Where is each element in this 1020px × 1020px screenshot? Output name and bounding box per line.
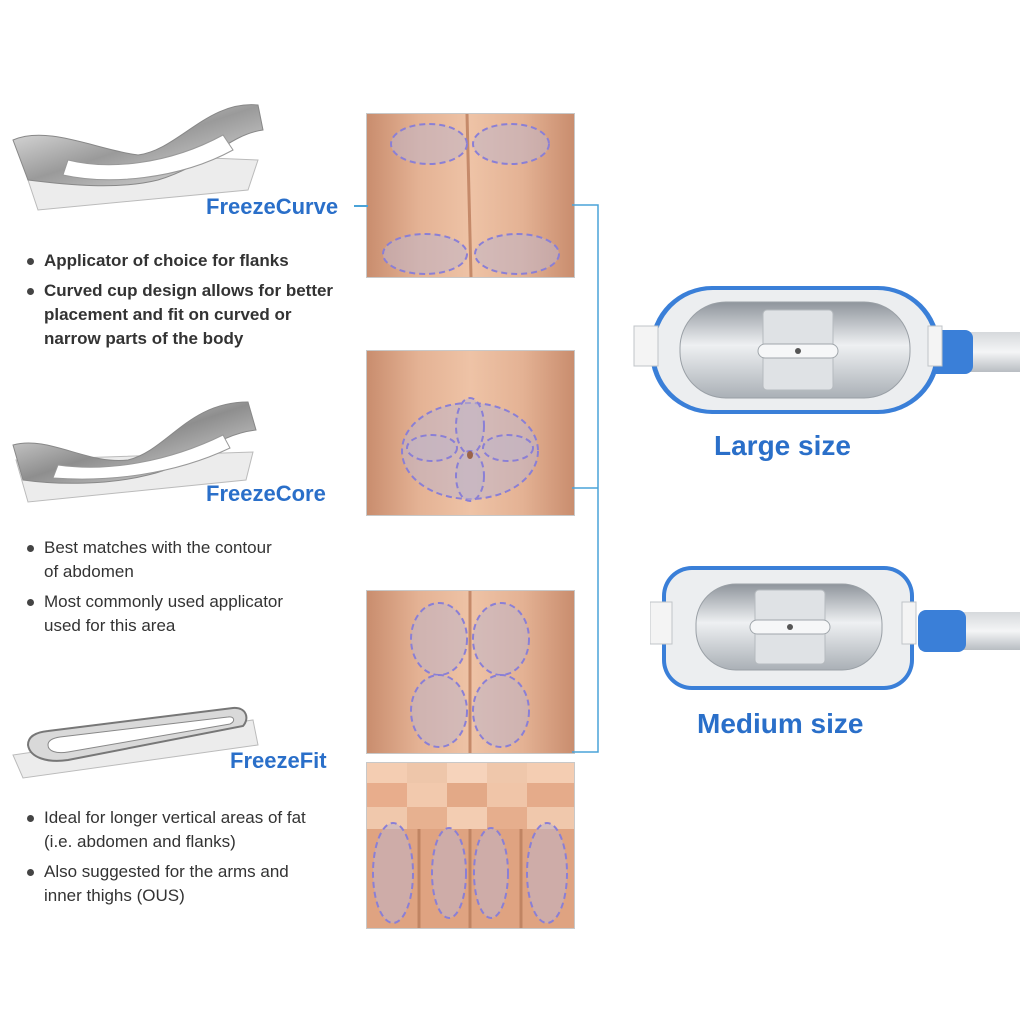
thighs-treatment-photo: [366, 762, 575, 929]
freezefit-label: FreezeFit: [230, 748, 327, 773]
lower-back-treatment-photo: [366, 590, 575, 754]
bullet-item: Also suggested for the arms and inner th…: [24, 860, 314, 908]
freezecore-applicator-icon: [8, 390, 263, 510]
bullet-item: Best matches with the contour of abdomen: [24, 536, 284, 584]
bullet-item: Curved cup design allows for better plac…: [24, 279, 344, 351]
medium-handpiece-image: [650, 560, 1020, 696]
bullet-item: Ideal for longer vertical areas of fat (…: [24, 806, 314, 854]
label-connector-line: [354, 205, 368, 207]
freezecurve-label: FreezeCurve: [206, 194, 339, 219]
flanks-treatment-photo: [366, 113, 575, 278]
freezecore-label: FreezeCore: [206, 481, 326, 506]
freezefit-bullet-list: Ideal for longer vertical areas of fat (…: [24, 806, 314, 914]
large-handpiece-image: [628, 280, 1020, 420]
freezecurve-applicator-icon: [8, 90, 270, 220]
bullet-item: Applicator of choice for flanks: [24, 249, 344, 273]
freezefit-applicator-icon: [8, 690, 263, 780]
freezecore-bullet-list: Best matches with the contour of abdomen…: [24, 536, 284, 644]
large-size-label: Large size: [714, 430, 851, 461]
freezecurve-bullet-list: Applicator of choice for flanks Curved c…: [24, 249, 344, 357]
bullet-item: Most commonly used applicator used for t…: [24, 590, 284, 638]
abdomen-treatment-photo: [366, 350, 575, 516]
medium-size-label: Medium size: [697, 708, 864, 739]
connector-bracket: [572, 200, 602, 760]
